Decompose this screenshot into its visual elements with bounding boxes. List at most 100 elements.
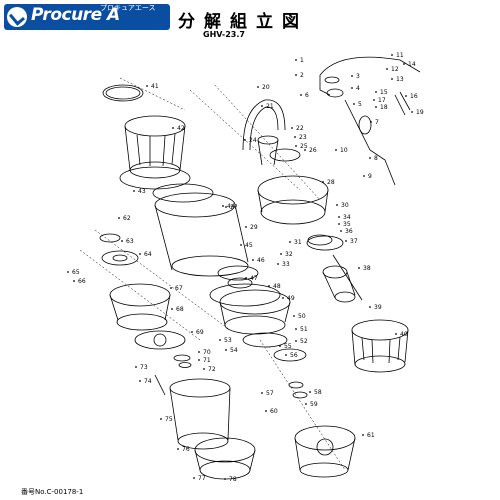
callout-leader-dot (295, 59, 297, 61)
callout-57: 57 (266, 390, 274, 397)
callout-leader-dot (362, 434, 364, 436)
callout-leader-dot (373, 99, 375, 101)
callout-leader-dot (133, 190, 135, 192)
callout-leader-dot (322, 181, 324, 183)
callout-21: 21 (266, 103, 274, 110)
callout-69: 69 (196, 329, 204, 336)
callout-32: 32 (285, 251, 293, 258)
part-nut-left (178, 362, 192, 368)
callout-leader-dot (338, 216, 340, 218)
callout-74: 74 (144, 378, 152, 385)
callout-leader-dot (219, 339, 221, 341)
callout-9: 9 (368, 173, 372, 180)
callout-27: 27 (230, 204, 238, 211)
callout-47: 47 (250, 275, 258, 282)
callout-59: 59 (310, 401, 318, 408)
part-gasket-ring-inner (105, 86, 141, 100)
callout-31: 31 (294, 239, 302, 246)
callout-1: 1 (300, 57, 304, 64)
callout-leader-dot (257, 86, 259, 88)
callout-leader-dot (309, 391, 311, 393)
callout-61: 61 (367, 432, 375, 439)
callout-5: 5 (358, 101, 362, 108)
callout-leader-dot (252, 259, 254, 261)
callout-24: 24 (249, 137, 257, 144)
callout-leader-dot (351, 87, 353, 89)
callout-leader-dot (369, 306, 371, 308)
callout-23: 23 (299, 134, 307, 141)
part-o-ring (152, 183, 214, 203)
callout-leader-dot (363, 175, 365, 177)
callout-leader-dot (261, 105, 263, 107)
callout-71: 71 (203, 357, 211, 364)
callout-38: 38 (363, 265, 371, 272)
callout-leader-dot (358, 267, 360, 269)
callout-46: 46 (257, 257, 265, 264)
part-washer-left (173, 354, 191, 362)
callout-leader-dot (289, 241, 291, 243)
part-bolt (154, 374, 166, 396)
callout-leader-dot (172, 127, 174, 129)
callout-34: 34 (343, 214, 351, 221)
callout-41: 41 (151, 83, 159, 90)
callout-19: 19 (416, 109, 424, 116)
callout-leader-dot (294, 136, 296, 138)
callout-leader-dot (405, 95, 407, 97)
part-motor-casing (154, 192, 249, 277)
callout-25: 25 (300, 143, 308, 150)
callout-66: 66 (78, 278, 86, 285)
callout-leader-dot (203, 368, 205, 370)
callout-leader-dot (222, 205, 224, 207)
part-stator (351, 319, 409, 373)
callout-leader-dot (268, 285, 270, 287)
callout-leader-dot (118, 217, 120, 219)
callout-leader-dot (300, 94, 302, 96)
callout-67: 67 (175, 285, 183, 292)
callout-leader-dot (295, 340, 297, 342)
callout-leader-dot (170, 287, 172, 289)
part-bearing-ring (306, 235, 344, 251)
callout-7: 7 (375, 119, 379, 126)
logo-kana: プロキュアエース (100, 4, 156, 12)
callout-leader-dot (345, 240, 347, 242)
callout-leader-dot (293, 315, 295, 317)
callout-leader-dot (121, 240, 123, 242)
callout-leader-dot (285, 354, 287, 356)
part-gasket-ring (102, 84, 144, 102)
callout-12: 12 (391, 66, 399, 73)
callout-16: 16 (410, 93, 418, 100)
part-impeller (273, 348, 307, 362)
part-lower-casing (109, 283, 171, 331)
callout-leader-dot (225, 206, 227, 208)
callout-leader-dot (304, 149, 306, 151)
callout-leader-dot (279, 345, 281, 347)
callout-49: 49 (287, 295, 295, 302)
callout-42: 42 (177, 125, 185, 132)
callout-26: 26 (309, 147, 317, 154)
callout-leader-dot (305, 403, 307, 405)
callout-70: 70 (203, 349, 211, 356)
callout-leader-dot (369, 157, 371, 159)
callout-35: 35 (343, 221, 351, 228)
assembly-guide-lines (79, 77, 346, 471)
callout-leader-dot (375, 106, 377, 108)
callout-33: 33 (282, 261, 290, 268)
callout-45: 45 (245, 242, 253, 249)
callout-54: 54 (230, 347, 238, 354)
callout-leader-dot (146, 85, 148, 87)
callout-leader-dot (160, 418, 162, 420)
callout-11: 11 (396, 52, 404, 59)
callout-leader-dot (391, 54, 393, 56)
callout-48: 48 (273, 283, 281, 290)
callout-62: 62 (123, 215, 131, 222)
callout-2: 2 (300, 72, 304, 79)
callout-63: 63 (126, 238, 134, 245)
part-power-cable (319, 56, 421, 186)
callout-leader-dot (295, 328, 297, 330)
part-o-ring-lower (242, 332, 288, 348)
part-seal-plate (101, 250, 139, 266)
callout-leader-dot (280, 253, 282, 255)
callout-58: 58 (314, 389, 322, 396)
callout-10: 10 (340, 147, 348, 154)
